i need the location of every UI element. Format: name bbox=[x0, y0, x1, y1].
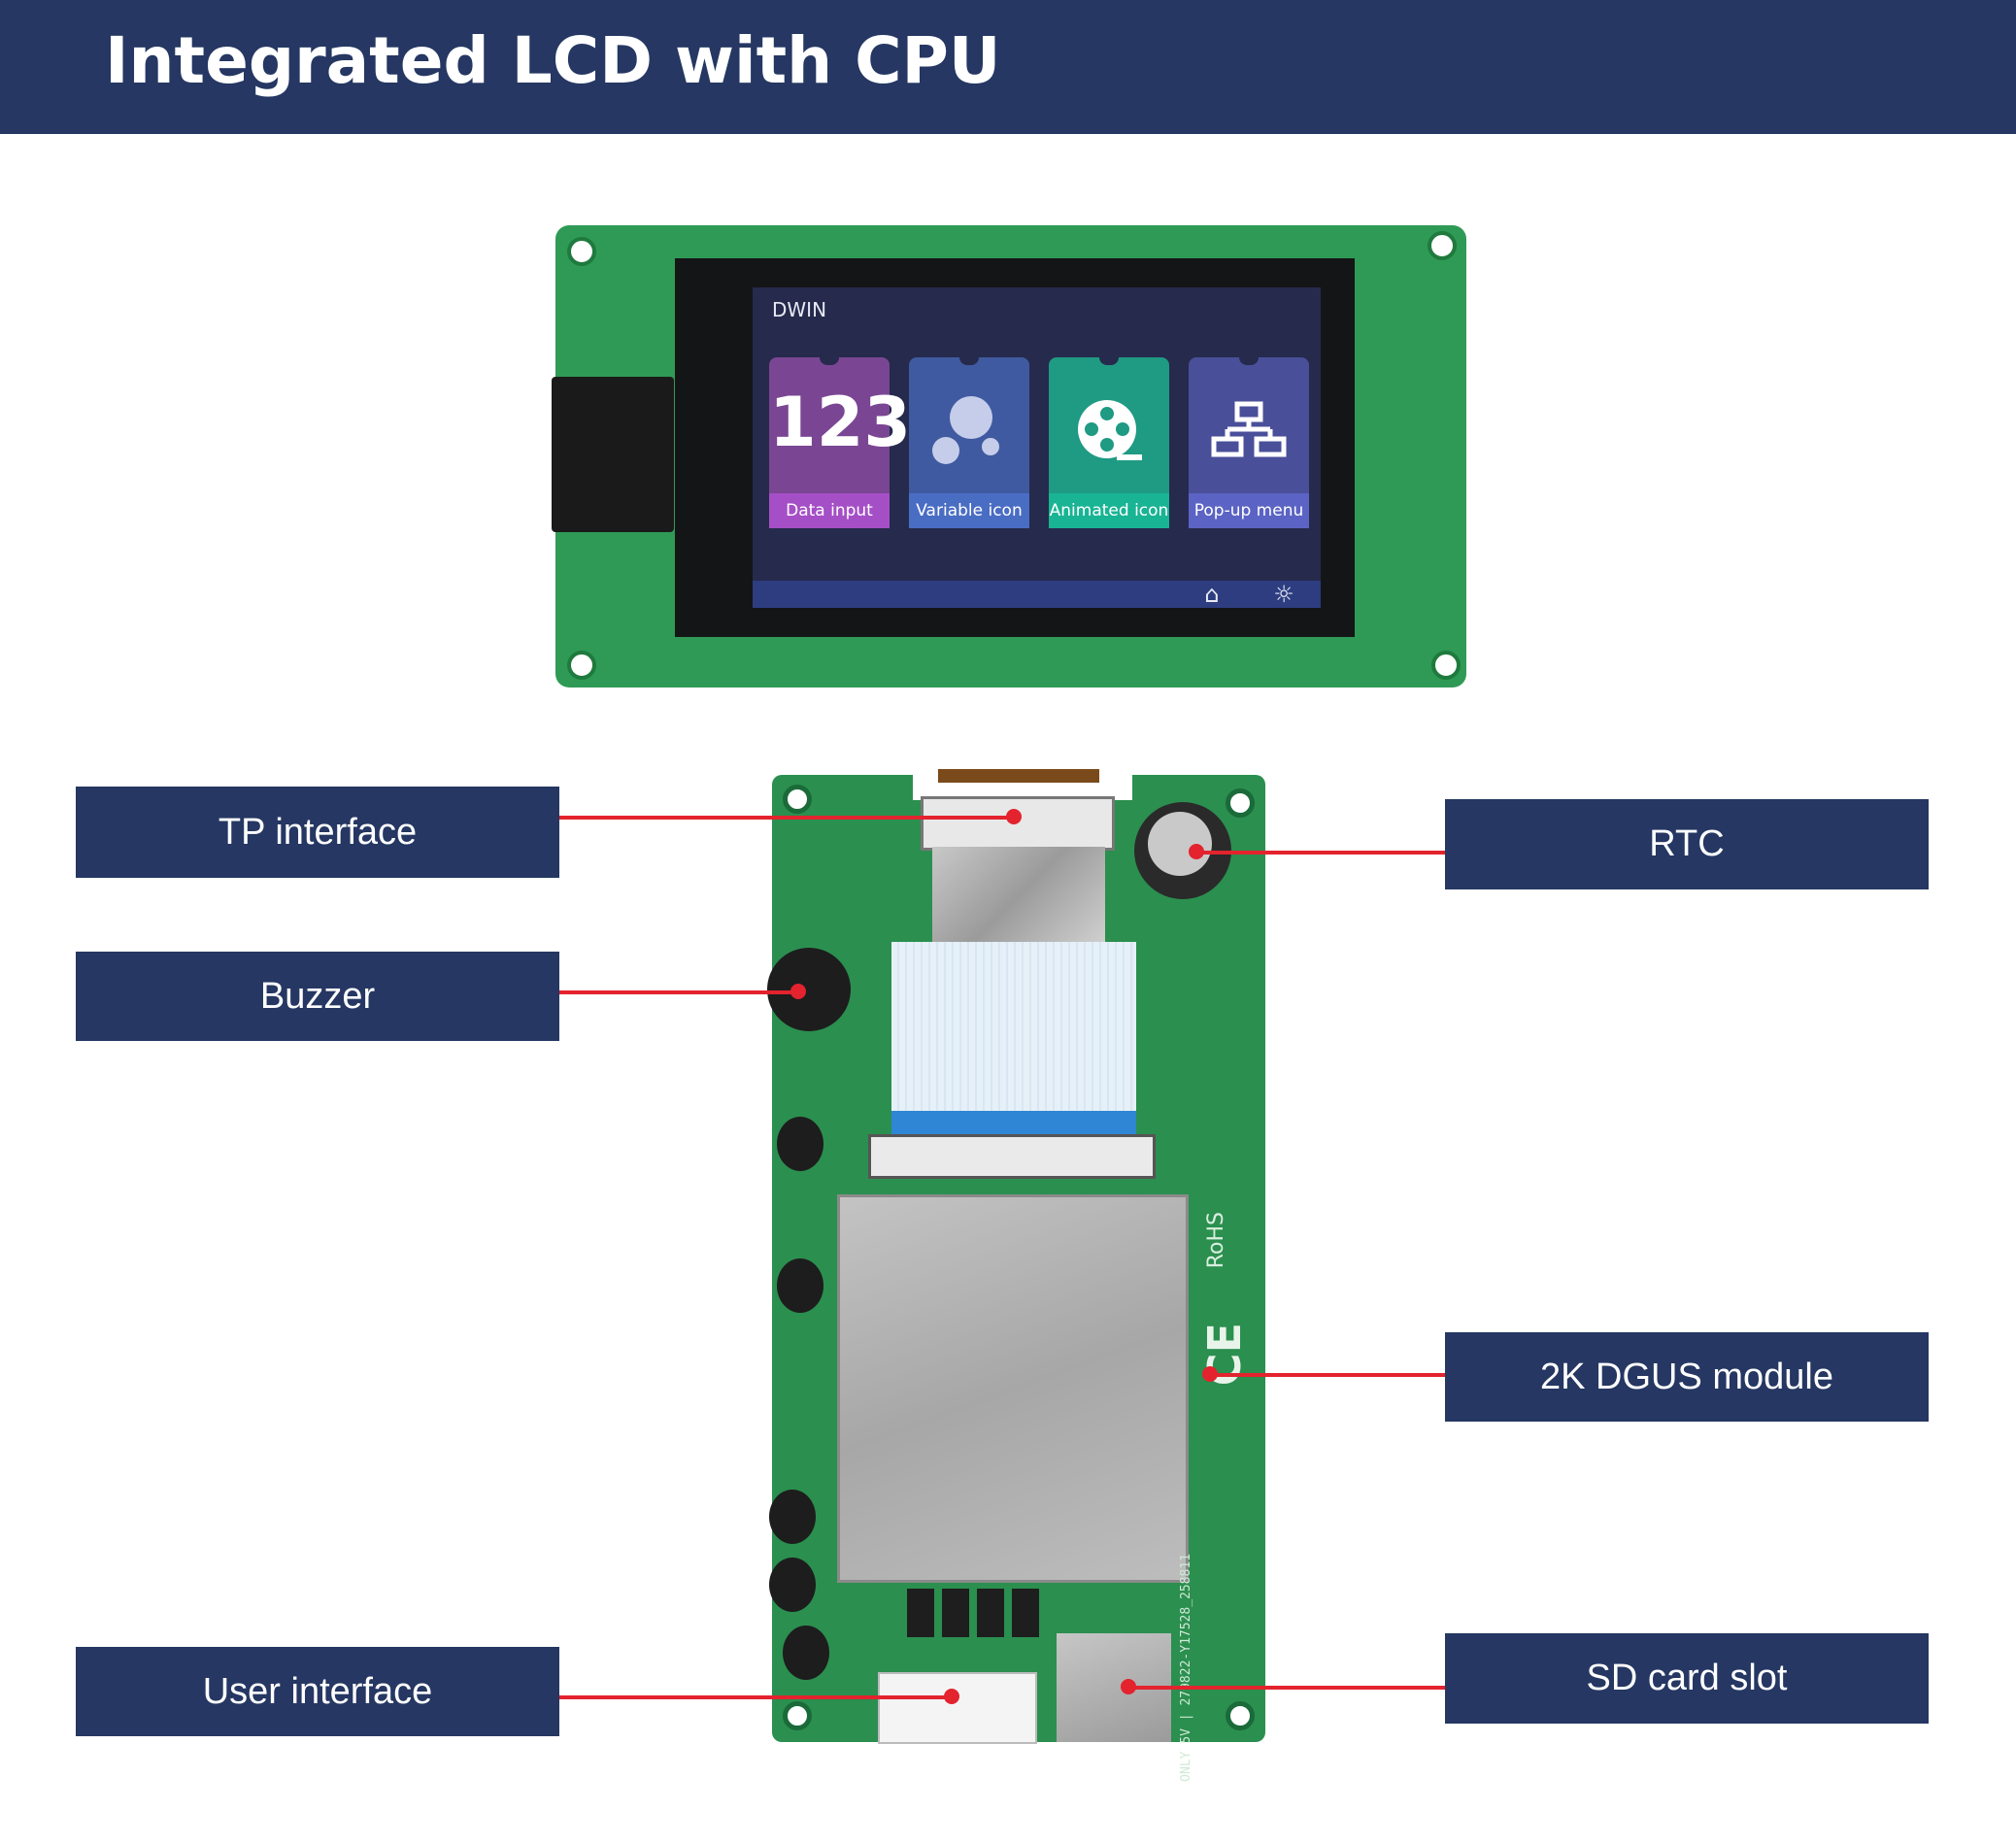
screen-bottom-bar bbox=[753, 581, 1321, 608]
hierarchy-icon bbox=[1211, 401, 1287, 457]
film-reel-icon bbox=[1078, 400, 1142, 460]
tile-caption: Animated icon bbox=[1049, 493, 1169, 528]
lcd-connector bbox=[868, 1134, 1156, 1179]
flex-cable bbox=[938, 769, 1099, 783]
tp-connector bbox=[921, 796, 1115, 851]
callout-sd-card-slot: SD card slot bbox=[1445, 1633, 1929, 1724]
leader-line bbox=[1214, 1373, 1445, 1377]
leader-dot bbox=[1121, 1679, 1136, 1694]
serial-silkscreen: ONLY 5V | 279822-Y17528_258811 bbox=[1179, 1554, 1193, 1782]
callout-rtc: RTC bbox=[1445, 799, 1929, 889]
callout-buzzer: Buzzer bbox=[76, 952, 559, 1041]
bubbles-icon bbox=[932, 396, 999, 464]
tile-caption: Variable icon bbox=[909, 493, 1029, 528]
mount-hole bbox=[783, 785, 812, 814]
tile-caption: Data input bbox=[769, 493, 890, 528]
chip bbox=[942, 1589, 969, 1637]
leader-line bbox=[559, 1695, 956, 1699]
home-icon[interactable]: ⌂ bbox=[1204, 581, 1220, 608]
buzzer-component bbox=[767, 948, 851, 1031]
page-title: Integrated LCD with CPU bbox=[105, 23, 1001, 98]
tile-variable-icon[interactable]: Variable icon bbox=[909, 357, 1029, 528]
number-icon: 123 bbox=[769, 383, 912, 462]
callout-2k-dgus-module: 2K DGUS module bbox=[1445, 1332, 1929, 1422]
leader-dot bbox=[1006, 809, 1022, 824]
capacitor bbox=[783, 1626, 829, 1680]
chip bbox=[1012, 1589, 1039, 1637]
flex-cable bbox=[552, 377, 674, 532]
mount-hole bbox=[1431, 651, 1461, 680]
callout-user-interface: User interface bbox=[76, 1647, 559, 1736]
chip bbox=[977, 1589, 1004, 1637]
shield-can-small bbox=[932, 847, 1105, 944]
dgus-shield-can bbox=[837, 1194, 1189, 1583]
mount-hole bbox=[567, 651, 596, 680]
chip bbox=[907, 1589, 934, 1637]
user-interface-connector bbox=[878, 1672, 1037, 1744]
capacitor bbox=[769, 1490, 816, 1544]
ribbon-cable bbox=[891, 942, 1136, 1134]
header-banner: Integrated LCD with CPU bbox=[0, 0, 2016, 134]
leader-line bbox=[559, 816, 1014, 820]
leader-dot bbox=[790, 984, 806, 999]
mount-hole bbox=[1226, 1701, 1255, 1730]
leader-dot bbox=[1202, 1366, 1218, 1382]
rohs-mark: RoHS bbox=[1204, 1212, 1228, 1269]
capacitor bbox=[769, 1558, 816, 1612]
leader-dot bbox=[944, 1689, 959, 1704]
leader-line bbox=[559, 990, 800, 994]
tile-popup-menu[interactable]: Pop-up menu bbox=[1189, 357, 1309, 528]
leader-dot bbox=[1189, 844, 1204, 859]
mount-hole bbox=[1226, 788, 1255, 818]
leader-line bbox=[1130, 1686, 1445, 1690]
leader-line bbox=[1196, 851, 1445, 855]
brightness-icon[interactable]: ☼ bbox=[1273, 581, 1294, 608]
capacitor bbox=[777, 1117, 823, 1171]
mount-hole bbox=[783, 1701, 812, 1730]
callout-tp-interface: TP interface bbox=[76, 787, 559, 878]
tile-caption: Pop-up menu bbox=[1189, 493, 1309, 528]
screen-brand: DWIN bbox=[772, 298, 827, 321]
tile-animated-icon[interactable]: Animated icon bbox=[1049, 357, 1169, 528]
ribbon-stripe bbox=[891, 1111, 1136, 1134]
mount-hole bbox=[1428, 231, 1457, 260]
capacitor bbox=[777, 1258, 823, 1313]
tile-data-input[interactable]: 123 Data input bbox=[769, 357, 912, 528]
mount-hole bbox=[567, 237, 596, 266]
